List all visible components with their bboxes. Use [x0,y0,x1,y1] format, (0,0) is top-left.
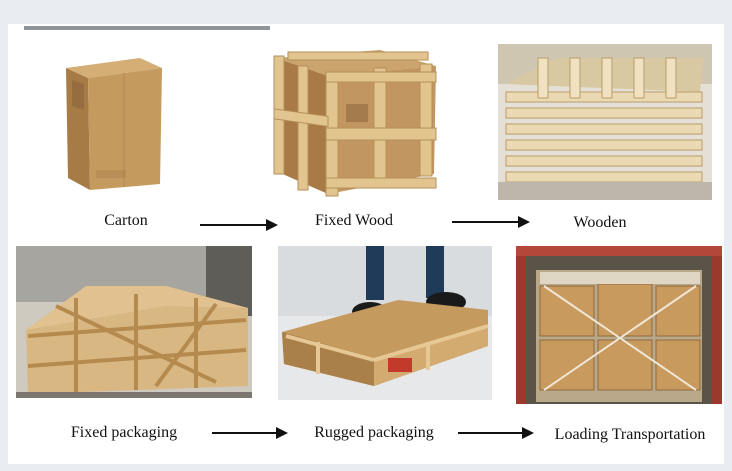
arrow-right-icon [200,219,278,231]
arrow-right-icon [452,216,530,228]
step-label-loading-transportation: Loading Transportation [554,426,706,443]
loading-transportation-photo [516,246,722,404]
rugged-packaging-photo [278,246,492,400]
arrow-right-icon [458,427,534,439]
step-label-carton: Carton [104,212,148,229]
arrow-right-icon [212,427,288,439]
wooden-crate-photo [498,44,712,200]
step-label-fixed-wood: Fixed Wood [315,212,393,229]
carton-photo [44,40,184,200]
fixed-wood-photo [268,44,446,204]
fixed-packaging-photo [16,246,252,398]
top-divider [24,26,270,30]
step-label-wooden: Wooden [573,214,627,231]
step-label-fixed-packaging: Fixed packaging [70,424,178,441]
step-label-rugged-packaging: Rugged packaging [314,424,434,441]
